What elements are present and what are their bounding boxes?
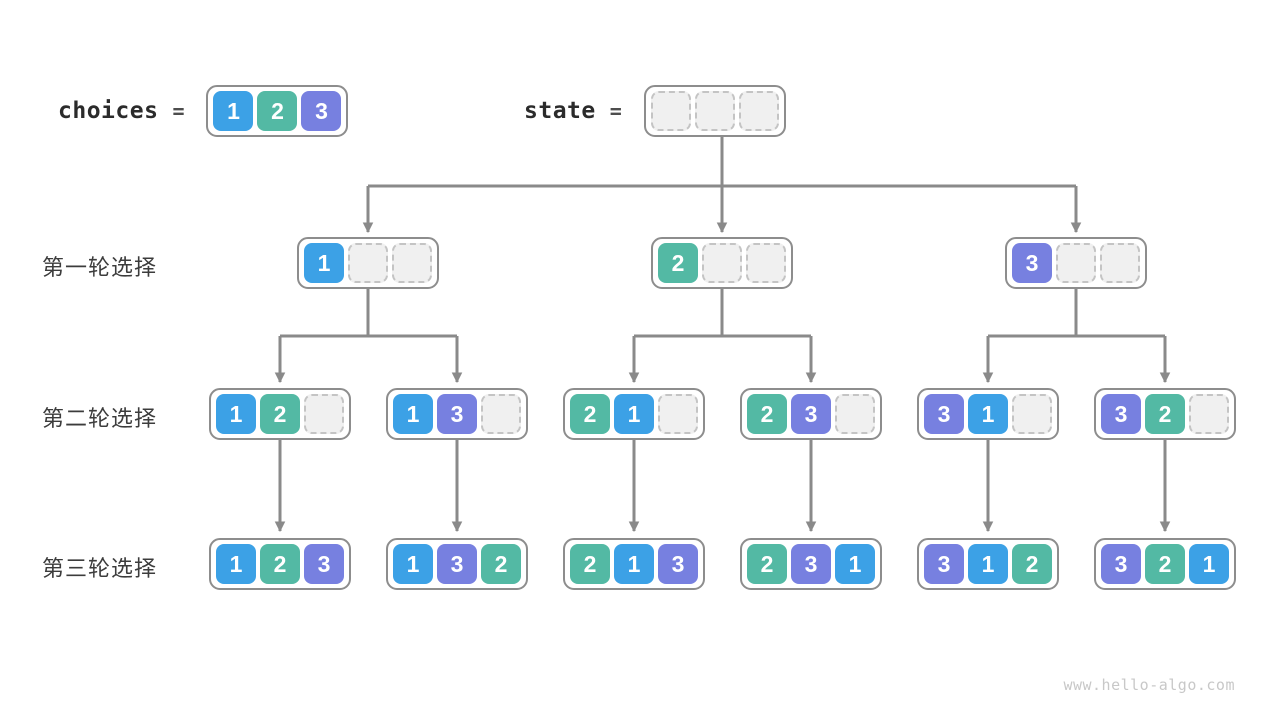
value-cell: 3 — [791, 544, 831, 584]
value-cell: 2 — [257, 91, 298, 131]
value-cell: 2 — [1145, 544, 1185, 584]
empty-cell — [304, 394, 344, 434]
watermark: www.hello-algo.com — [1063, 676, 1235, 694]
choices-label: choices — [58, 98, 159, 124]
empty-cell — [1100, 243, 1140, 283]
value-cell: 2 — [747, 394, 787, 434]
empty-cell — [746, 243, 786, 283]
equals-sign: = — [609, 99, 622, 123]
value-cell: 1 — [216, 544, 256, 584]
value-cell: 3 — [924, 394, 964, 434]
value-cell: 3 — [1012, 243, 1052, 283]
value-cell: 3 — [304, 544, 344, 584]
empty-cell — [835, 394, 875, 434]
value-cell: 3 — [1101, 544, 1141, 584]
empty-cell — [481, 394, 521, 434]
empty-cell — [658, 394, 698, 434]
state-header: state = — [524, 85, 786, 137]
value-cell: 1 — [216, 394, 256, 434]
value-cell: 3 — [437, 544, 477, 584]
value-cell: 1 — [213, 91, 254, 131]
empty-cell — [738, 91, 779, 131]
value-cell: 1 — [393, 544, 433, 584]
empty-cell — [1056, 243, 1096, 283]
value-cell: 2 — [260, 544, 300, 584]
empty-cell — [1012, 394, 1052, 434]
value-cell: 3 — [791, 394, 831, 434]
value-cell: 3 — [437, 394, 477, 434]
round-label: 第三轮选择 — [42, 556, 158, 581]
state-node: 2 — [651, 237, 793, 289]
value-cell: 1 — [304, 243, 344, 283]
value-cell: 3 — [301, 91, 342, 131]
state-node: 1 — [297, 237, 439, 289]
value-cell: 1 — [393, 394, 433, 434]
empty-cell — [348, 243, 388, 283]
state-node: 3 — [1005, 237, 1147, 289]
value-cell: 1 — [968, 544, 1008, 584]
empty-cell — [1189, 394, 1229, 434]
value-cell: 3 — [924, 544, 964, 584]
round-label: 第二轮选择 — [42, 406, 158, 431]
value-cell: 2 — [481, 544, 521, 584]
round-label: 第一轮选择 — [42, 255, 158, 280]
value-cell: 3 — [1101, 394, 1141, 434]
value-cell: 1 — [835, 544, 875, 584]
equals-sign: = — [172, 99, 185, 123]
value-cell: 2 — [570, 544, 610, 584]
value-cell: 1 — [614, 544, 654, 584]
value-cell: 1 — [614, 394, 654, 434]
empty-cell — [392, 243, 432, 283]
empty-cell — [702, 243, 742, 283]
value-cell: 1 — [1189, 544, 1229, 584]
value-cell: 2 — [1012, 544, 1052, 584]
state-array — [643, 85, 786, 137]
value-cell: 1 — [968, 394, 1008, 434]
state-label: state — [524, 98, 596, 124]
empty-cell — [694, 91, 735, 131]
value-cell: 2 — [1145, 394, 1185, 434]
value-cell: 2 — [570, 394, 610, 434]
value-cell: 2 — [747, 544, 787, 584]
value-cell: 2 — [658, 243, 698, 283]
value-cell: 3 — [658, 544, 698, 584]
value-cell: 2 — [260, 394, 300, 434]
empty-cell — [650, 91, 691, 131]
